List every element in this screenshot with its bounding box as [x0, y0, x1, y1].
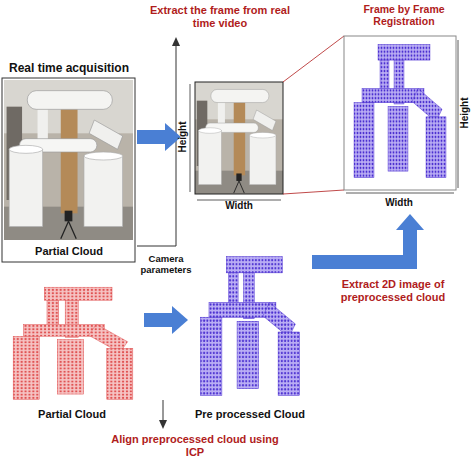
- step-label: Align preprocessed cloud using ICP: [108, 433, 282, 458]
- preprocessed-box: Pre processed Cloud: [190, 250, 310, 426]
- arrow-body: [144, 313, 172, 327]
- dimension-line: [190, 84, 281, 200]
- step-label: Extract the frame from real time video: [140, 4, 300, 29]
- arrow-body: [312, 230, 410, 262]
- panel-frame: [344, 36, 456, 190]
- arrow-head: [172, 306, 188, 334]
- photo-frame: [2, 78, 135, 262]
- arrow-head: [396, 214, 424, 230]
- node-text: Partial Cloud: [2, 408, 142, 421]
- node-text: Height: [177, 121, 189, 152]
- frame-photo: [195, 82, 283, 194]
- partial-cloud-box: Partial Cloud: [2, 280, 142, 426]
- node-text: Width: [195, 200, 283, 212]
- flow-arrow: [312, 214, 424, 262]
- frame-box: HeightWidth: [183, 80, 291, 214]
- registration-box: Frame by Frame RegistrationHeightWidth: [336, 3, 472, 211]
- flow-arrow: [137, 123, 181, 151]
- frame-border: [195, 82, 283, 194]
- node-text: Height: [459, 97, 471, 128]
- photo: [4, 80, 133, 240]
- node-text: Frame by Frame Registration: [336, 3, 472, 27]
- pointer-line: [163, 400, 164, 422]
- pointer-head: [172, 37, 180, 46]
- node-text: Width: [344, 197, 454, 209]
- partial-cloud: [13, 287, 133, 399]
- pointer-head: [159, 420, 167, 429]
- node-text: Pre processed Cloud: [190, 408, 310, 421]
- node-text: Partial Cloud: [2, 245, 136, 258]
- note-label: Camera parameters: [136, 254, 196, 276]
- preprocessed-cloud: [200, 257, 299, 396]
- perspective-line: [283, 36, 344, 194]
- dimension-line: [346, 40, 458, 193]
- flow-arrow: [144, 306, 188, 334]
- node-text: Real time acquisition: [2, 62, 136, 76]
- edge-label: Extract 2D image of preprocessed cloud: [316, 278, 470, 303]
- registered-cloud: [354, 45, 446, 178]
- acquisition-box: Real time acquisitionPartial Cloud: [2, 62, 136, 262]
- arrow-body: [137, 130, 165, 144]
